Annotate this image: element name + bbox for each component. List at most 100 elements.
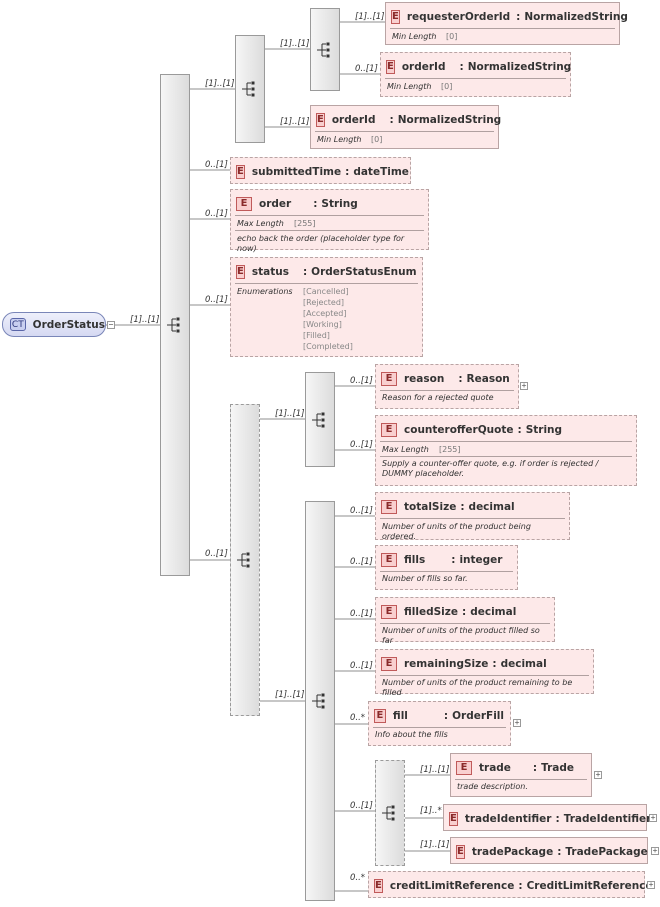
- element-type: TradePackage: [565, 845, 648, 858]
- sequence-compositor-a[interactable]: [235, 35, 265, 143]
- cardinality-counteroffer-quote: 0..[1]: [350, 440, 373, 450]
- collapse-toggle[interactable]: −: [107, 320, 115, 329]
- element-documentation: echo back the order (placeholder type fo…: [237, 234, 405, 253]
- element-name: submittedTime: [251, 165, 342, 178]
- expand-toggle-reason[interactable]: +: [520, 381, 528, 390]
- element-name: tradePackage: [471, 845, 554, 858]
- element-name: filledSize: [404, 605, 459, 618]
- cardinality-total-size: 0..[1]: [350, 506, 373, 516]
- element-badge-icon: E: [374, 708, 386, 723]
- sequence-compositor-icon: [312, 412, 325, 427]
- cardinality-order-id-inner: 0..[1]: [355, 64, 378, 74]
- element-documentation: Reason for a rejected quote: [382, 393, 494, 402]
- element-name: counterofferQuote: [404, 423, 514, 436]
- cardinality-status: 0..[1]: [205, 295, 228, 305]
- complex-type-node[interactable]: CT OrderStatus: [2, 312, 106, 337]
- element-badge-icon: E: [374, 878, 383, 893]
- sequence-compositor-b2[interactable]: [305, 501, 335, 901]
- enumeration-value: [Completed]: [303, 342, 353, 351]
- element-badge-icon: E: [316, 112, 325, 127]
- element-type: Reason: [466, 372, 510, 385]
- sequence-compositor-icon: [312, 693, 325, 709]
- cardinality-group-a-inner: [1]..[1]: [280, 39, 310, 49]
- expand-toggle-trade[interactable]: +: [594, 770, 602, 779]
- facet-label: Min Length: [392, 32, 437, 41]
- element-badge-icon: E: [456, 760, 472, 775]
- element-badge-icon: E: [381, 422, 397, 437]
- cardinality-remaining-size: 0..[1]: [350, 661, 373, 671]
- element-type: String: [321, 197, 358, 210]
- cardinality-group-b2: [1]..[1]: [275, 690, 305, 700]
- element-type: TradeIdentifier: [563, 812, 652, 825]
- element-badge-icon: E: [381, 656, 397, 671]
- element-name: trade: [479, 761, 511, 774]
- element-documentation: Supply a counter-offer quote, e.g. if or…: [382, 459, 599, 478]
- element-type: OrderStatusEnum: [311, 265, 417, 278]
- element-type: Trade: [541, 761, 575, 774]
- element-type: decimal: [500, 657, 547, 670]
- cardinality-reason: 0..[1]: [350, 376, 373, 386]
- sequence-compositor-c[interactable]: [375, 760, 405, 866]
- element-type: decimal: [470, 605, 517, 618]
- element-badge-icon: E: [391, 9, 400, 24]
- sequence-compositor-b1[interactable]: [305, 372, 335, 467]
- sequence-compositor-b[interactable]: [230, 404, 260, 716]
- element-name: remainingSize: [404, 657, 489, 670]
- expand-toggle-credit-limit-reference[interactable]: +: [647, 880, 655, 889]
- element-badge-icon: E: [456, 844, 465, 859]
- enumeration-value: [Cancelled]: [303, 287, 349, 296]
- element-type: NormalizedString: [397, 113, 502, 126]
- sequence-compositor-icon: [317, 42, 330, 57]
- sequence-compositor-main[interactable]: [160, 74, 190, 576]
- cardinality-credit-limit-reference: 0..*: [350, 873, 366, 883]
- expand-toggle-trade-package[interactable]: +: [651, 846, 659, 855]
- element-name: creditLimitReference: [389, 879, 515, 892]
- element-documentation: Number of units of the product being ord…: [382, 522, 531, 541]
- facet-label: Enumerations: [237, 287, 293, 296]
- expand-toggle-fill[interactable]: +: [513, 718, 521, 727]
- element-type: NormalizedString: [524, 10, 628, 23]
- facet-label: Max Length: [237, 219, 284, 228]
- facet-value: [255]: [294, 219, 316, 228]
- facet-label: Min Length: [317, 135, 362, 144]
- cardinality-trade-identifier: [1]..*: [420, 806, 442, 816]
- element-type: String: [525, 423, 563, 436]
- cardinality-fill: 0..*: [350, 713, 366, 723]
- sequence-compositor-icon: [382, 805, 395, 821]
- element-badge-icon: E: [386, 59, 395, 74]
- sequence-compositor-icon: [167, 317, 180, 333]
- element-name: orderId: [331, 113, 376, 126]
- cardinality-root: [1]..[1]: [130, 315, 160, 325]
- element-badge-icon: E: [236, 164, 245, 179]
- facet-label: Max Length: [382, 445, 429, 454]
- cardinality-order: 0..[1]: [205, 209, 228, 219]
- element-documentation: Number of units of the product remaining…: [382, 678, 573, 697]
- element-badge-icon: E: [236, 196, 252, 211]
- sequence-compositor-a-inner[interactable]: [310, 8, 340, 91]
- cardinality-requester-order-id: [1]..[1]: [355, 12, 385, 22]
- element-badge-icon: E: [236, 264, 245, 279]
- element-badge-icon: E: [449, 811, 458, 826]
- expand-toggle-trade-identifier[interactable]: +: [649, 813, 657, 822]
- facet-value: [0]: [371, 135, 383, 144]
- complex-type-badge-icon: CT: [10, 318, 26, 331]
